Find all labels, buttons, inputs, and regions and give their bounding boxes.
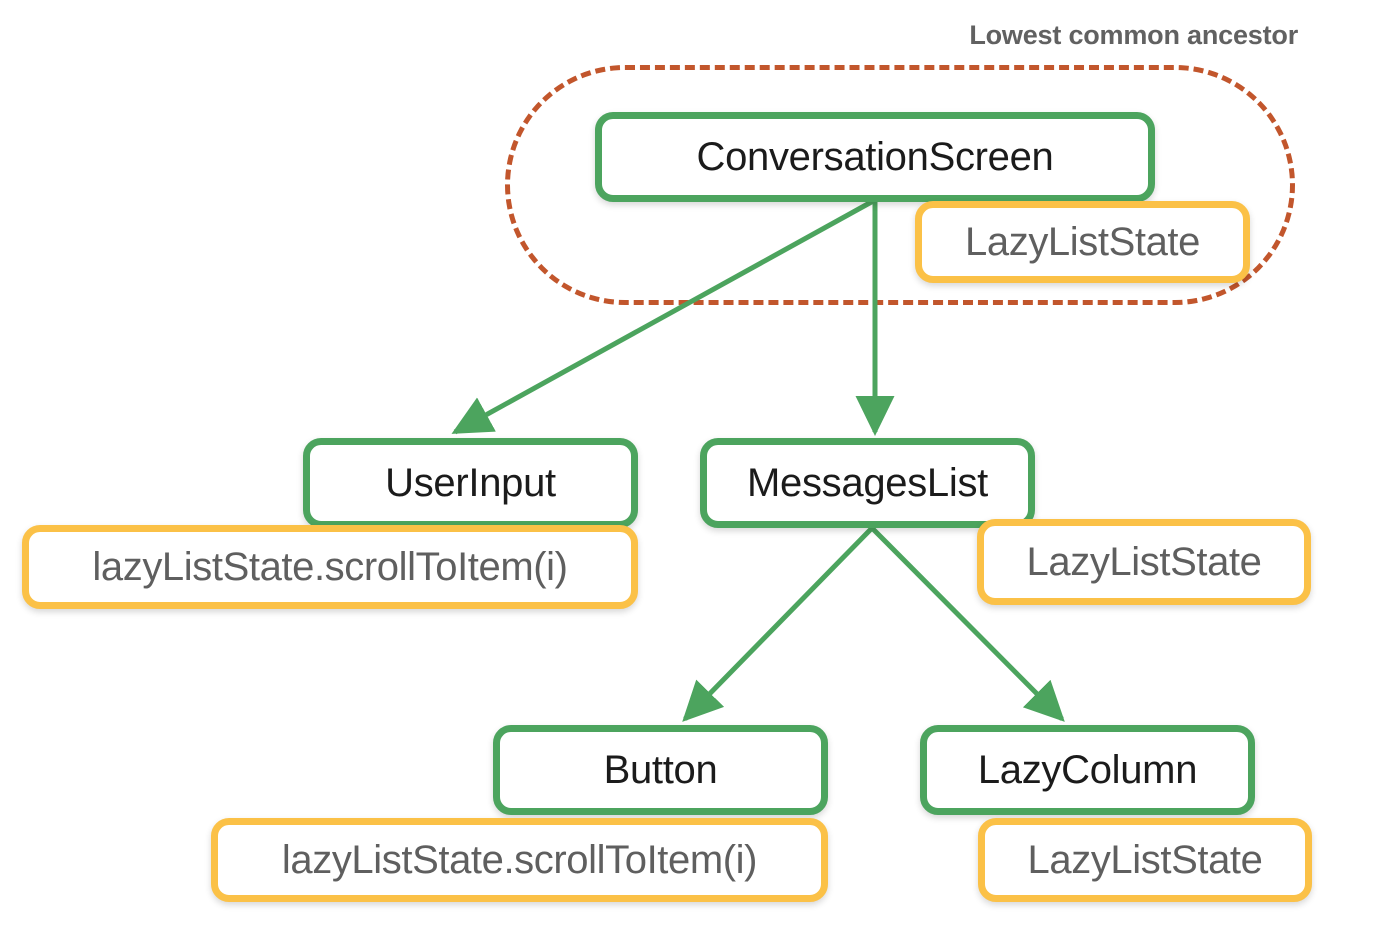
node-conversationscreen-label: ConversationScreen — [696, 135, 1054, 179]
badge-button-scrolltoitem[interactable]: lazyListState.scrollToItem(i) — [211, 818, 828, 902]
badge-conversationscreen-label: LazyListState — [965, 220, 1200, 264]
badge-lazycolumn-label: LazyListState — [1027, 838, 1263, 882]
edge-messageslist-button — [682, 526, 874, 722]
node-button-label: Button — [603, 748, 718, 792]
badge-lazycolumn-lazyliststate[interactable]: LazyListState — [978, 818, 1312, 902]
node-userinput[interactable]: UserInput — [303, 438, 638, 528]
badge-userinput-scrolltoitem[interactable]: lazyListState.scrollToItem(i) — [22, 525, 638, 609]
node-button[interactable]: Button — [493, 725, 828, 815]
node-conversationscreen[interactable]: ConversationScreen — [595, 112, 1155, 202]
badge-messageslist-label: LazyListState — [1026, 540, 1262, 584]
node-lazycolumn[interactable]: LazyColumn — [920, 725, 1255, 815]
lowest-common-ancestor-region — [505, 65, 1295, 305]
node-messageslist-label: MessagesList — [747, 461, 988, 505]
node-lazycolumn-label: LazyColumn — [977, 748, 1198, 792]
badge-userinput-label: lazyListState.scrollToItem(i) — [92, 545, 568, 589]
badge-button-label: lazyListState.scrollToItem(i) — [281, 838, 758, 882]
lowest-common-ancestor-caption: Lowest common ancestor — [969, 20, 1298, 50]
badge-conversationscreen-lazyliststate[interactable]: LazyListState — [915, 201, 1250, 283]
badge-messageslist-lazyliststate[interactable]: LazyListState — [977, 519, 1311, 605]
node-messageslist[interactable]: MessagesList — [700, 438, 1035, 528]
node-userinput-label: UserInput — [385, 461, 556, 505]
